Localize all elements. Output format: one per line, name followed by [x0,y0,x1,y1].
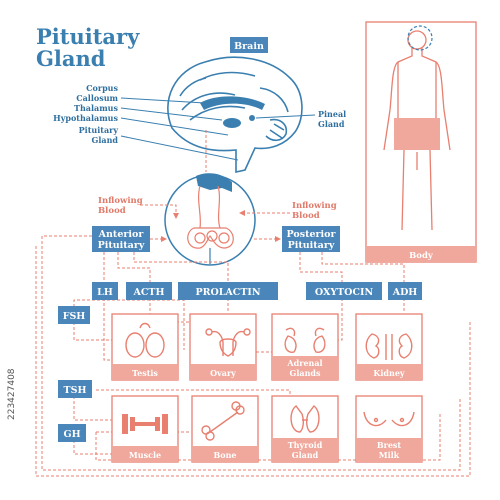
brain-label-box [230,37,268,53]
label-pineal: Pineal [318,109,346,119]
hormone-acth: ACTH [133,287,165,298]
hormone-gh: GH [63,429,80,440]
breast-icon [363,411,415,427]
label-pineal-gland: Gland [318,119,345,129]
bone-icon [201,401,245,441]
organ-adrenal-line2: Glands [290,368,321,378]
organ-testis: Testis [132,368,158,378]
brain-illustration [167,56,303,173]
label-thalamus: Thalamus [74,103,118,113]
pituitary-gland-detail [187,185,234,249]
hormone-prolactin: PROLACTIN [195,287,260,298]
brain-highlight-circle [407,25,433,51]
title-line1: Pituitary [36,24,140,49]
pineal-shape [249,115,255,121]
organ-thyroid-line2: Gland [292,450,319,460]
organ-label-bar-breast [356,438,422,462]
hormone-oxytocin-box [306,282,382,300]
body-label-bar [366,246,476,262]
hormone-fsh-box [58,306,90,324]
body-shorts [394,118,440,150]
leader-corpus [120,97,206,104]
hormone-tsh: TSH [64,385,87,396]
organ-kidney: Kidney [373,368,404,378]
anterior-line2: Pituitary [98,240,145,251]
body-label: Body [409,251,434,261]
label-pituitary-gland: Gland [92,135,119,145]
blood-right-line2: Blood [292,211,320,221]
organ-label-bar-muscle [112,446,178,462]
stock-id: 223427408 [7,368,17,420]
title-line2: Gland [36,46,106,71]
blood-left-line1: Inflowing [98,196,143,206]
hormone-adh: ADH [392,287,418,298]
arrow-blood-left [140,204,179,219]
organ-milk-line1: Brest [377,440,402,450]
hormone-gh-box [58,424,86,442]
hormone-prolactin-box [178,282,278,300]
organ-muscle: Muscle [129,450,161,460]
leader-hypothalamus [120,117,229,136]
hormone-acth-box [126,282,172,300]
testis-icon [125,322,165,358]
anterior-line1: Anterior [98,229,145,240]
label-pituitary: Pituitary [79,125,119,135]
organ-label-bar-ovary [190,364,256,380]
organ-label-bar-thyroid [272,438,338,462]
dumbbell-icon [122,414,168,434]
organ-ovary: Ovary [210,368,236,378]
blood-right-line1: Inflowing [292,201,337,211]
label-callosum: Callosum [76,93,118,103]
posterior-line1: Posterior [287,229,337,240]
hormone-lh-box [92,282,118,300]
thyroid-icon [290,405,320,433]
blood-left-line2: Blood [98,206,126,216]
hormone-adh-box [388,282,422,300]
kidney-icon [365,333,413,360]
organ-milk-line2: Milk [379,450,400,460]
organ-label-bar-bone [192,446,258,462]
corpus-callosum-shape [200,96,265,110]
posterior-pituitary-box [282,226,340,252]
anterior-pituitary-box [92,226,150,252]
organ-label-bar-testis [112,364,178,380]
ovary-icon [205,328,251,357]
hormone-fsh: FSH [63,311,86,322]
leader-thalamus [120,107,223,121]
label-hypothalamus: Hypothalamus [53,113,118,123]
hormone-oxytocin: OXYTOCIN [315,287,374,298]
organ-thyroid-line1: Thyroid [288,440,323,450]
organ-bone: Bone [213,450,236,460]
hormone-tsh-box [58,380,92,398]
label-corpus: Corpus [86,83,118,93]
hormone-lh: LH [97,287,113,298]
brain-label: Brain [234,41,264,52]
adrenal-icon [284,327,326,353]
organ-adrenal-line1: Adrenal [286,358,322,368]
organ-label-bar-kidney [356,364,422,380]
leader-pituitary [120,135,239,161]
posterior-line2: Pituitary [288,240,335,251]
hypothalamus-detail [196,173,232,192]
thalamus-shape [223,118,241,128]
organ-label-bar-adrenal [272,356,338,380]
leader-pineal [255,114,316,119]
